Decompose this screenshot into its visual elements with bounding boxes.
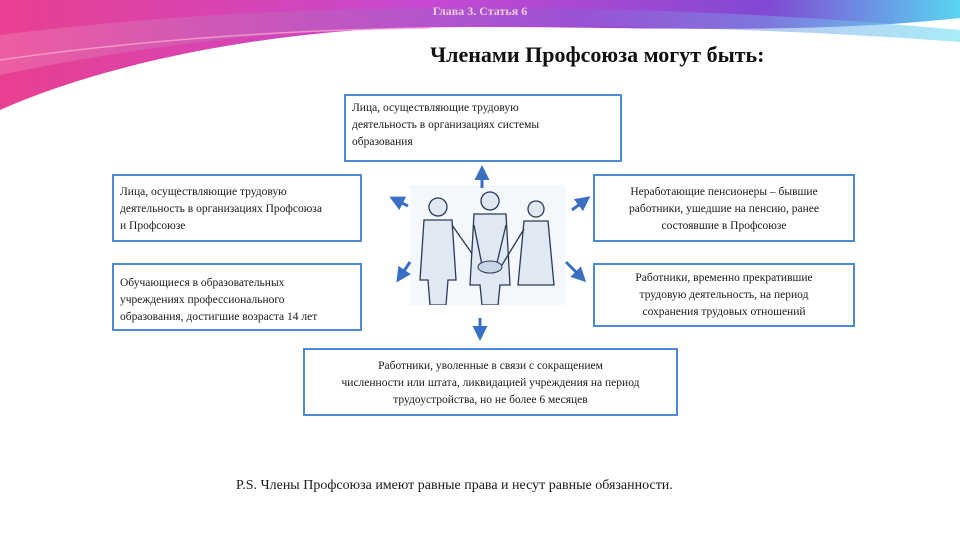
box-education-workers: Лица, осуществляющие трудовую деятельнос… (344, 94, 622, 162)
header-banner (0, 0, 960, 110)
slide-title: Членами Профсоюза могут быть: (430, 42, 765, 67)
box-union-org-workers: Лица, осуществляющие трудовую деятельнос… (112, 174, 362, 242)
chapter-label: Глава 3. Статья 6 (432, 4, 528, 18)
box-students: Обучающиеся в образовательных учреждения… (112, 263, 362, 331)
footnote: P.S. Члены Профсоюза имеют равные права … (236, 478, 673, 493)
box-temporary-stopped-workers: Работники, временно прекратившие трудову… (593, 263, 855, 327)
box-retired-pensioners: Неработающие пенсионеры – бывшие работни… (593, 174, 855, 242)
handshake-illustration-icon (410, 185, 565, 305)
arrow-left-up-icon (389, 196, 409, 211)
arrow-right-down-icon (564, 260, 587, 283)
arrow-right-up-icon (571, 196, 591, 212)
arrow-left-down-icon (396, 261, 412, 283)
box-dismissed-workers: Работники, уволенные в связи с сокращени… (303, 348, 678, 416)
